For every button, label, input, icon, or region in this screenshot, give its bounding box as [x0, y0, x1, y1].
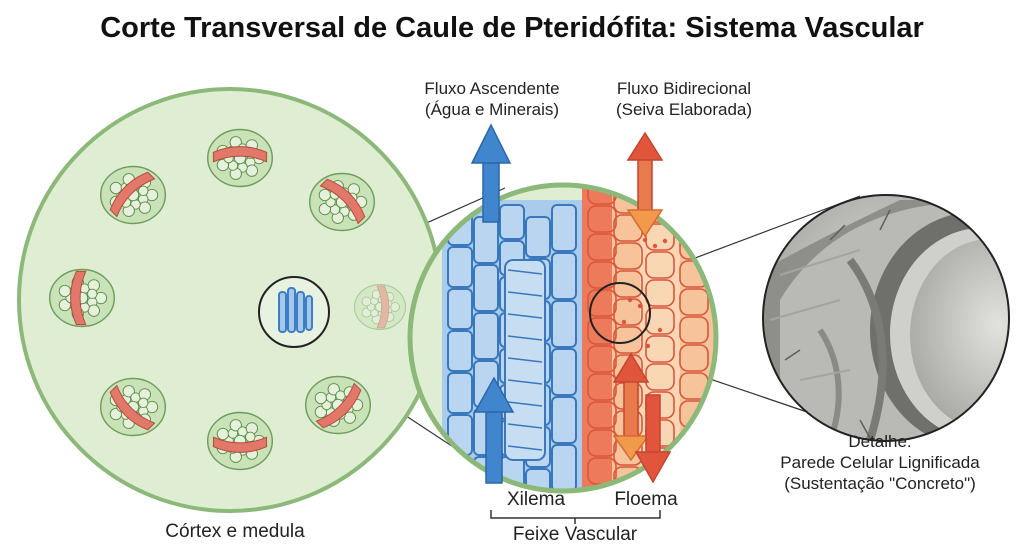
phloem-label: Floema	[614, 489, 678, 510]
bidirectional-flow-title: Fluxo Bidirecional	[616, 79, 752, 98]
vascular-bundle	[99, 377, 167, 437]
upward-flow-label: Fluxo Ascendente (Água e Minerais)	[402, 78, 582, 120]
vascular-bundle-bracket	[490, 510, 661, 524]
xylem-lower-arrow	[473, 376, 515, 484]
bidirectional-flow-label: Fluxo Bidirecional (Seiva Elaborada)	[594, 78, 774, 120]
vascular-bundle	[304, 375, 372, 435]
vascular-bundle-label: Feixe Vascular	[512, 524, 638, 545]
upward-flow-subtitle: (Água e Minerais)	[424, 100, 560, 119]
lignified-wall-detail	[762, 194, 1010, 442]
detail-region-marker	[589, 282, 651, 344]
xylem-label: Xilema	[506, 489, 566, 510]
xylem-upward-arrow	[470, 123, 512, 223]
vascular-bundle	[206, 411, 274, 471]
bidirectional-flow-subtitle: (Seiva Elaborada)	[615, 100, 753, 119]
xylem-tissue	[442, 200, 582, 491]
vascular-bundle	[206, 128, 274, 188]
diagram-title: Corte Transversal de Caule de Pteridófit…	[100, 12, 924, 44]
detail-label-line3: (Sustentação "Concreto")	[784, 474, 976, 493]
vascular-bundle	[99, 165, 167, 225]
stem-section	[17, 87, 443, 513]
phloem-bidirectional-arrow-bottom	[612, 352, 672, 484]
vascular-bundle	[308, 172, 376, 232]
phloem-bidirectional-arrow-top	[626, 131, 664, 238]
vascular-bundle	[353, 283, 407, 331]
detail-label-line2: Parede Celular Lignificada	[780, 453, 980, 472]
cortex-label: Córtex e medula	[165, 521, 305, 542]
detail-label: Detalhe: Parede Celular Lignificada (Sus…	[748, 431, 1012, 494]
vascular-bundle-ring	[48, 128, 407, 471]
mini-xylem-icon	[278, 287, 313, 333]
upward-flow-title: Fluxo Ascendente	[424, 79, 560, 98]
detail-label-title: Detalhe:	[848, 432, 912, 451]
vascular-bundle	[48, 268, 116, 328]
